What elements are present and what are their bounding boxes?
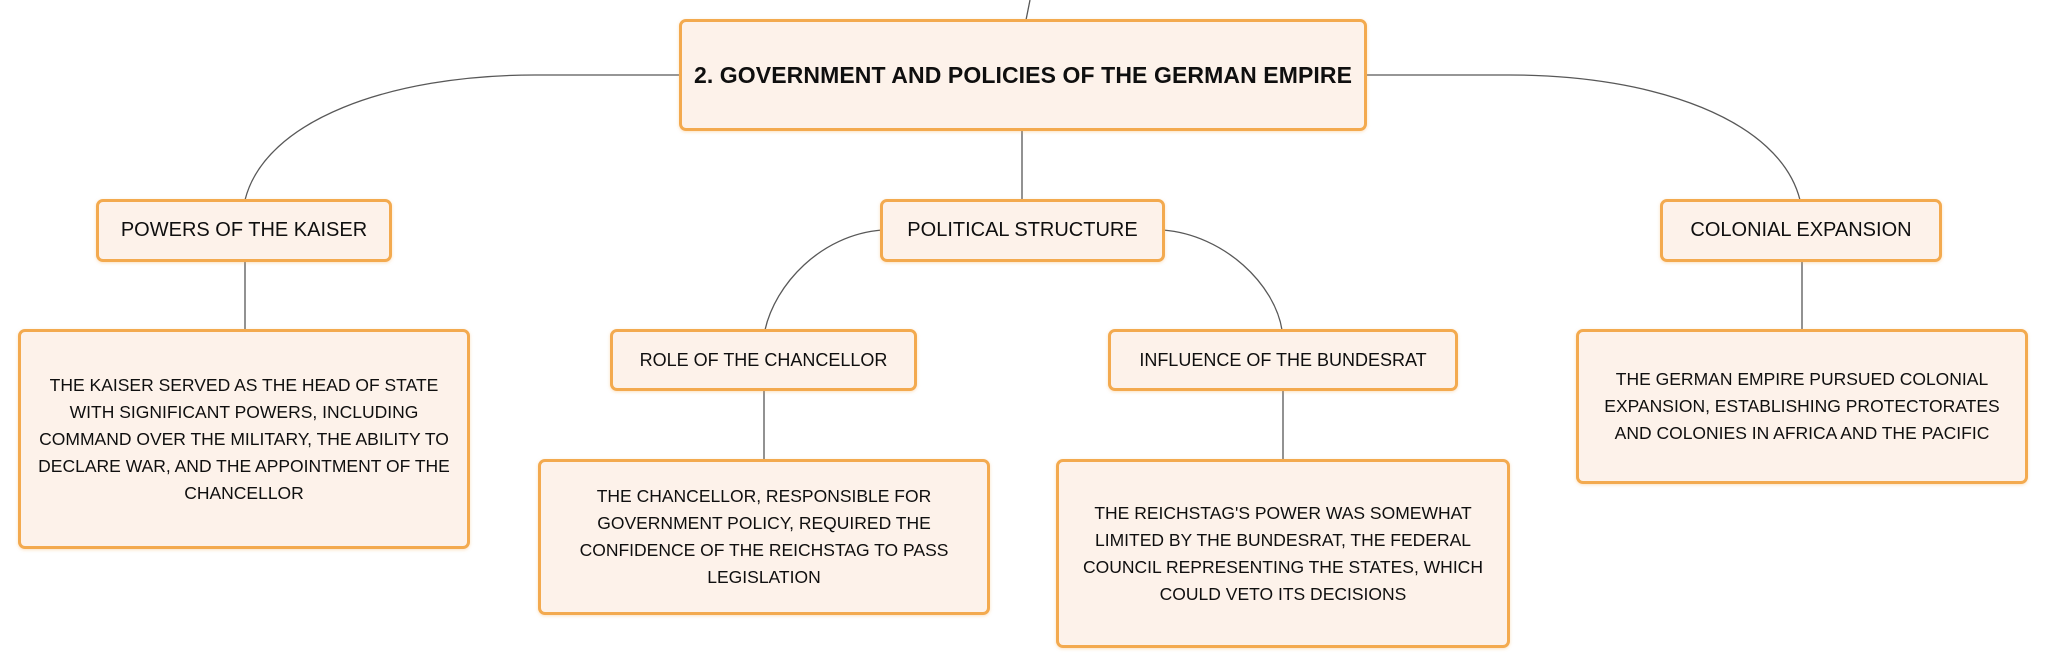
topic-node-powers-of-the-kaiser[interactable]: POWERS OF THE KAISER (96, 199, 392, 262)
detail-text-bundesrat-influence: THE REICHSTAG'S POWER WAS SOMEWHAT LIMIT… (1083, 502, 1483, 604)
detail-node-chancellor-role[interactable]: THE CHANCELLOR, RESPONSIBLE FOR GOVERNME… (538, 459, 990, 615)
detail-text-colonial-expansion: THE GERMAN EMPIRE PURSUED COLONIAL EXPAN… (1604, 369, 2000, 443)
root-topic-label: 2. GOVERNMENT AND POLICIES OF THE GERMAN… (693, 61, 1353, 88)
topic-node-political-structure[interactable]: POLITICAL STRUCTURE (880, 199, 1165, 262)
topic-label-political-structure: POLITICAL STRUCTURE (907, 219, 1138, 241)
connector-parent-to-root (1025, 0, 1031, 21)
connector-political-to-bundesrat (1162, 229, 1283, 331)
subtopic-node-influence-of-the-bundesrat[interactable]: INFLUENCE OF THE BUNDESRAT (1108, 329, 1458, 391)
detail-text-kaiser-powers: THE KAISER SERVED AS THE HEAD OF STATE W… (38, 374, 450, 503)
topic-label-colonial-expansion: COLONIAL EXPANSION (1690, 219, 1912, 241)
connector-political-to-chancellor (764, 229, 883, 331)
root-topic-node[interactable]: 2. GOVERNMENT AND POLICIES OF THE GERMAN… (679, 19, 1367, 131)
detail-text-chancellor-role: THE CHANCELLOR, RESPONSIBLE FOR GOVERNME… (579, 486, 949, 587)
subtopic-label-influence-of-the-bundesrat: INFLUENCE OF THE BUNDESRAT (1139, 349, 1427, 370)
subtopic-node-role-of-the-chancellor[interactable]: ROLE OF THE CHANCELLOR (610, 329, 917, 391)
topic-node-colonial-expansion[interactable]: COLONIAL EXPANSION (1660, 199, 1942, 262)
detail-node-colonial-expansion[interactable]: THE GERMAN EMPIRE PURSUED COLONIAL EXPAN… (1576, 329, 2028, 484)
detail-node-bundesrat-influence[interactable]: THE REICHSTAG'S POWER WAS SOMEWHAT LIMIT… (1056, 459, 1510, 648)
connector-root-to-kaiser (244, 74, 680, 201)
detail-node-kaiser-powers[interactable]: THE KAISER SERVED AS THE HEAD OF STATE W… (18, 329, 470, 549)
subtopic-label-role-of-the-chancellor: ROLE OF THE CHANCELLOR (639, 349, 888, 370)
connector-root-to-colonial (1366, 74, 1801, 201)
topic-label-powers-of-the-kaiser: POWERS OF THE KAISER (120, 219, 368, 241)
